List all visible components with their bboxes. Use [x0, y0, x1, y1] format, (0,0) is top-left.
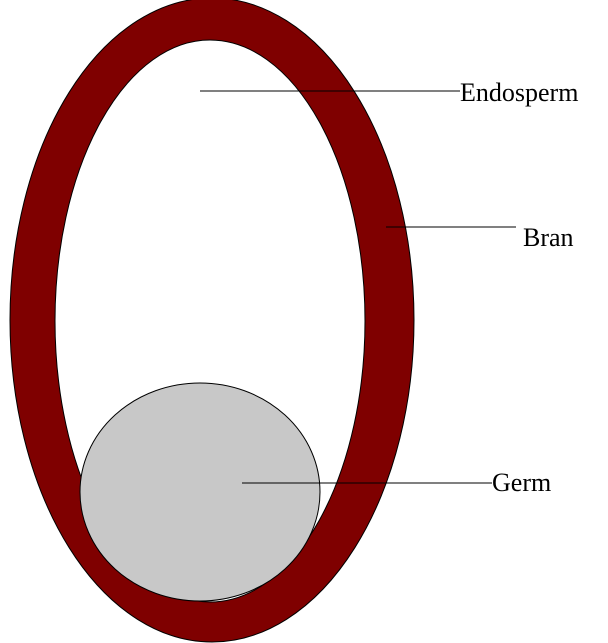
bran-label: Bran	[523, 223, 574, 252]
endosperm-label: Endosperm	[460, 78, 578, 107]
germ-label: Germ	[492, 468, 551, 497]
germ	[80, 383, 320, 601]
